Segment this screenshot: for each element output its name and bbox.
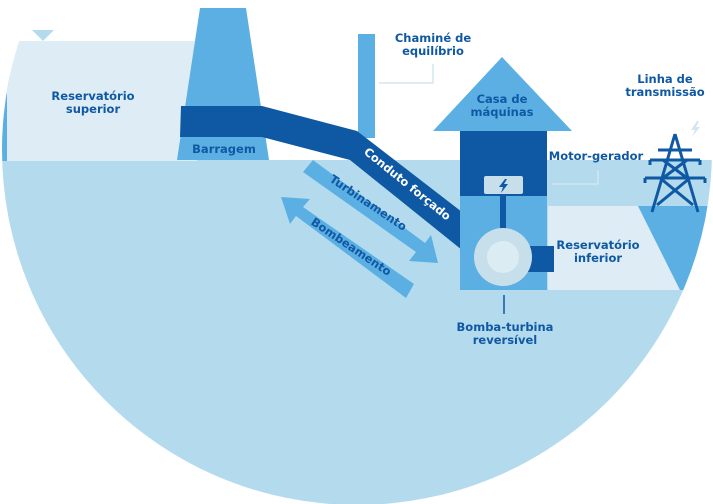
motor-generator-leader — [552, 170, 599, 185]
surge-chimney — [358, 34, 375, 138]
pump-turbine-hub — [487, 241, 519, 273]
lower-reservoir — [548, 206, 680, 290]
dam-label: Barragem — [192, 142, 256, 156]
upper-reservoir — [7, 41, 197, 161]
lightning-icon — [691, 121, 700, 137]
turbining-arrow — [303, 160, 438, 263]
pumping-arrow — [281, 197, 414, 298]
dam — [177, 8, 269, 160]
shaft — [500, 194, 506, 232]
water-level-marker-icon — [32, 30, 54, 41]
water-level-marker-icon — [608, 195, 630, 205]
motor-generator-label: Motor-gerador — [549, 149, 644, 163]
lightning-icon — [499, 179, 508, 193]
surge-chimney-leader — [379, 64, 434, 84]
transmission-tower-icon — [643, 133, 707, 213]
upper-reservoir-edge — [2, 41, 10, 161]
penstock — [180, 106, 462, 250]
powerhouse-roof — [433, 57, 572, 131]
